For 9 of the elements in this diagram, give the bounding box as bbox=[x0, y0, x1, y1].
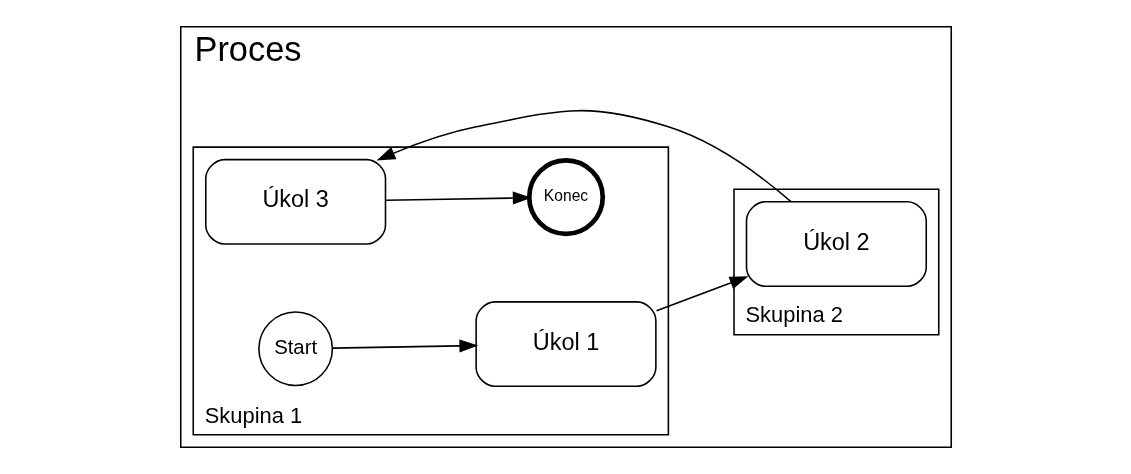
node-box: Úkol 3 bbox=[204, 158, 386, 245]
node-circle: Konec bbox=[526, 158, 605, 237]
arrow bbox=[655, 276, 748, 312]
arrow bbox=[331, 339, 478, 353]
node-circle: Start bbox=[257, 311, 333, 387]
node-box: Úkol 1 bbox=[474, 301, 657, 388]
node-box: Úkol 2 bbox=[745, 201, 927, 287]
arrow bbox=[376, 109, 792, 203]
arrow bbox=[384, 191, 532, 205]
